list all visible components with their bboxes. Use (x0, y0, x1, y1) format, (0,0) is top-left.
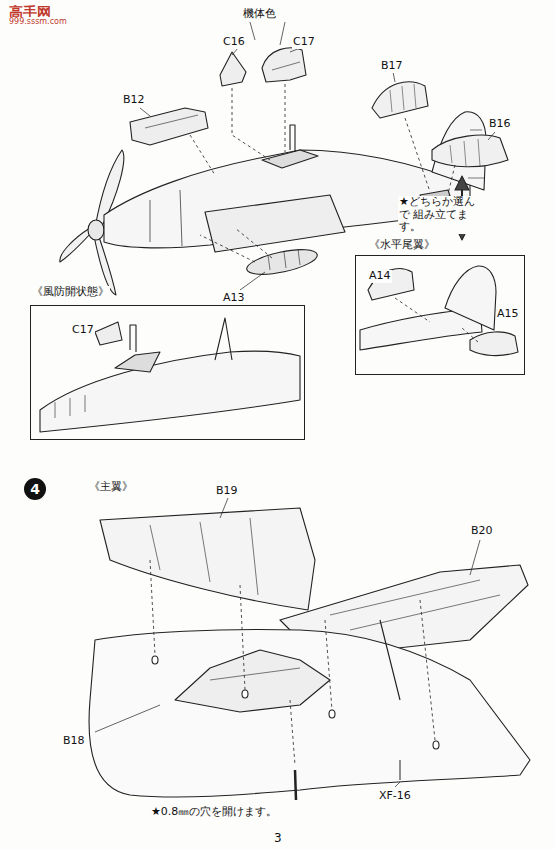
part-number: A14 (368, 270, 392, 283)
step-number-circle: 4 (24, 478, 46, 500)
part-number: XF-16 (378, 790, 412, 803)
part-number: B17 (380, 60, 404, 73)
part-number: C17 (71, 324, 95, 337)
step-number: 4 (29, 481, 41, 497)
inset-panel: 《風防開状態》C17 (30, 305, 305, 440)
panel-heading: 《水平尾翼》 (368, 239, 436, 252)
part-number: 《主翼》 (88, 481, 134, 494)
inset-panel: 《水平尾翼》A14A15 (355, 255, 525, 375)
part-number: B16 (488, 118, 512, 131)
part-number: 機体色 (242, 8, 277, 21)
part-number: B18 (62, 735, 86, 748)
panel-heading: 《風防開状態》 (31, 286, 110, 299)
part-number: C17 (292, 36, 316, 49)
watermark: 999.sssm.com (8, 17, 68, 26)
part-number: C16 (222, 36, 246, 49)
page-number: 3 (273, 832, 283, 846)
part-number: A15 (496, 308, 520, 321)
part-number: A13 (222, 292, 246, 305)
part-number: B19 (215, 485, 239, 498)
part-number: B12 (122, 94, 146, 107)
note-text: ★0.8㎜の穴を開けます。 (150, 806, 342, 819)
part-number: B20 (470, 525, 494, 538)
note-text: ★どちらか選んで 組み立てます。 (398, 196, 480, 234)
